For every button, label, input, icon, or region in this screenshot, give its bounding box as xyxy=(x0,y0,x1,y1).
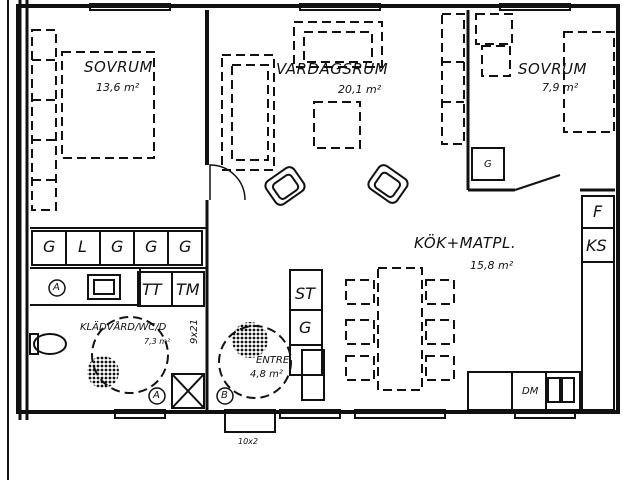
room-area-sovrum-right: 7,9 m² xyxy=(542,81,579,94)
room-name-vardagsrum: VARDAGSRUM xyxy=(276,60,389,78)
fixture-st: ST xyxy=(295,284,315,303)
marker-a-2: A xyxy=(153,390,160,401)
room-name-sovrum-left: SOVRUM xyxy=(84,58,153,76)
room-area-kok: 15,8 m² xyxy=(470,259,514,272)
room-name-sovrum-right: SOVRUM xyxy=(518,60,587,78)
wardrobe-code-4: G xyxy=(145,237,158,256)
room-area-vardagsrum: 20,1 m² xyxy=(338,83,382,96)
fixture-ks: KS xyxy=(586,236,607,255)
wardrobe-code-5: G xyxy=(179,237,192,256)
bottom-size-label: 10x2 xyxy=(238,437,259,446)
wardrobe-code-1: G xyxy=(43,237,56,256)
fixture-g-right: G xyxy=(484,159,492,170)
room-name-kladvard: KLÄDVÅRD/WC/D xyxy=(80,322,167,333)
room-name-entre: ENTRE xyxy=(256,355,290,366)
wardrobe-code-2: L xyxy=(78,237,87,256)
room-area-entre: 4,8 m² xyxy=(250,369,283,380)
fixture-tt: TT xyxy=(142,280,162,299)
marker-a-1: A xyxy=(53,282,60,293)
room-area-kladvard: 7,3 m² xyxy=(144,337,171,346)
wardrobe-row xyxy=(31,230,203,266)
outer-wall xyxy=(16,4,620,414)
wardrobe-code-3: G xyxy=(111,237,124,256)
fixture-f: F xyxy=(593,202,603,221)
fixture-tm: TM xyxy=(176,280,200,299)
fixture-dm: DM xyxy=(522,386,539,397)
room-area-sovrum-left: 13,6 m² xyxy=(96,81,140,94)
marker-b: B xyxy=(221,390,228,401)
fixture-g-kitchen: G xyxy=(299,318,312,337)
door-size-label: 9x21 xyxy=(189,318,200,344)
room-name-kok: KÖK+MATPL. xyxy=(414,234,517,252)
